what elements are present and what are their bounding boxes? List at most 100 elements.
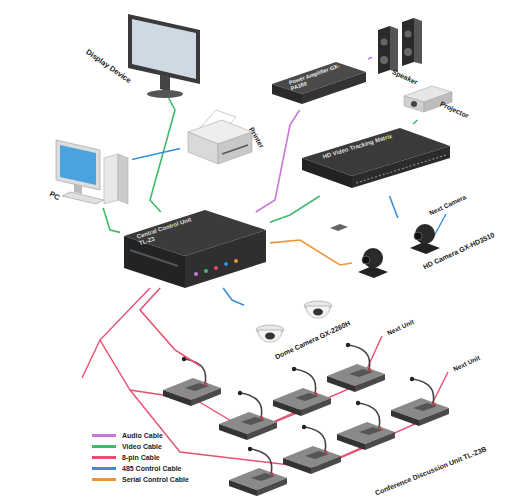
camera-wire [434,214,446,236]
camera-lens [362,256,370,264]
junction-box [330,224,348,231]
device-node: HD Video Tracking Matrix [300,124,452,196]
dome-shell [258,330,282,342]
device-label: PC [48,190,61,203]
projector-lens [411,101,417,107]
speaker-cone [381,39,388,46]
device-node: Power Amplifier GX-PA160 [268,52,368,110]
pc-tower-side [118,154,128,204]
camera-body [415,224,435,244]
matrix-side [302,158,352,188]
device-node: Speaker [372,12,428,78]
printer-front [218,132,252,164]
cable-connector [413,120,417,124]
pc-tower [104,154,118,204]
device-label: Dome Camera GX-2260H [274,319,352,361]
device-node: Printer [180,106,262,172]
callout-label: Next Unit [386,318,415,337]
matrix-ports [356,155,446,183]
device-node: Central Control Unit TL-Z3 [120,212,270,288]
speaker-cone [405,31,412,38]
ccu-port [194,272,198,276]
callout-label: Next Unit [452,354,481,373]
cable-connector [103,208,120,232]
printer-tray [222,145,248,154]
device-label: Projector [439,100,470,120]
ccu-front [185,230,266,288]
legend-row: Video Cable [92,441,189,452]
discussion-unit [337,401,395,450]
camera-body [363,248,383,268]
dome-lens [313,309,323,316]
legend-text: Video Cable [122,443,162,450]
monitor-stand [160,74,170,92]
device-label: Speaker [391,68,419,87]
device-node: HD Camera GX-HD3510 [352,218,470,288]
monitor-frame [128,14,200,84]
legend: Audio CableVideo Cable 8-pin Cable 485 Con… [92,430,189,485]
legend-row: Serial Control Cable [92,474,189,485]
pc-monitor [56,140,100,190]
discussion-unit [219,391,277,440]
pc-screen [60,145,96,185]
ccu-port [214,266,218,270]
discussion-unit [229,447,287,496]
device-label: HD Camera GX-HD3510 [422,231,496,271]
ccu-port [204,269,208,273]
discussion-unit [327,343,385,392]
legend-swatch [92,445,116,448]
speaker-cone [380,56,388,64]
legend-text: Audio Cable [122,432,163,439]
device-node: PC [50,130,132,208]
cable-connector [223,288,244,305]
ccu-side [124,236,185,288]
legend-text: Serial Control Cable [122,476,189,483]
cable-connector [270,196,320,222]
pc-keyboard [62,192,104,204]
speaker-cone [404,48,412,56]
device-label: HD Video Tracking Matrix [322,133,393,161]
cable-connector [140,288,200,366]
legend-swatch [92,456,116,459]
legend-swatch [92,434,116,437]
dome-shell [306,306,330,318]
dome-lens [265,333,275,340]
monitor-base [147,90,183,98]
discussion-unit [273,367,331,416]
device-label: Printer [247,126,265,150]
device-node: Dome Camera GX-2260H [244,292,344,362]
pc-stand [74,184,82,194]
legend-text: 8-pin Cable [122,454,160,461]
cable-connector [390,196,398,218]
speaker-front [402,18,414,66]
callout-label: Next Camera [428,193,467,217]
device-node: Conference Discussion Unit TL-Z3B [160,366,450,498]
device-label: Conference Discussion Unit TL-Z3B [374,445,488,497]
projector-side [404,96,424,112]
speaker-side [390,26,398,72]
legend-row: 485 Control Cable [92,463,189,474]
device-label: Display Device [84,48,132,85]
legend-swatch [92,467,116,470]
device-label: Power Amplifier GX-PA160 [288,61,347,92]
device-node: Projector [398,84,474,120]
legend-row: 8-pin Cable [92,452,189,463]
matrix-front [352,146,450,188]
device-label: Central Control Unit TL-Z3 [136,214,201,247]
cable-connector [368,57,372,59]
monitor-screen [132,19,196,79]
legend-text: 485 Control Cable [122,465,182,472]
device-node: Display Device [85,8,205,98]
pin-wire [82,340,100,378]
speaker-side [414,18,422,64]
speaker-front [378,26,390,74]
cable-connector [132,148,180,159]
cable-connector [270,240,352,265]
legend-swatch [92,478,116,481]
discussion-unit [283,425,341,474]
camera-lens [414,232,422,240]
ccu-port [234,259,238,263]
